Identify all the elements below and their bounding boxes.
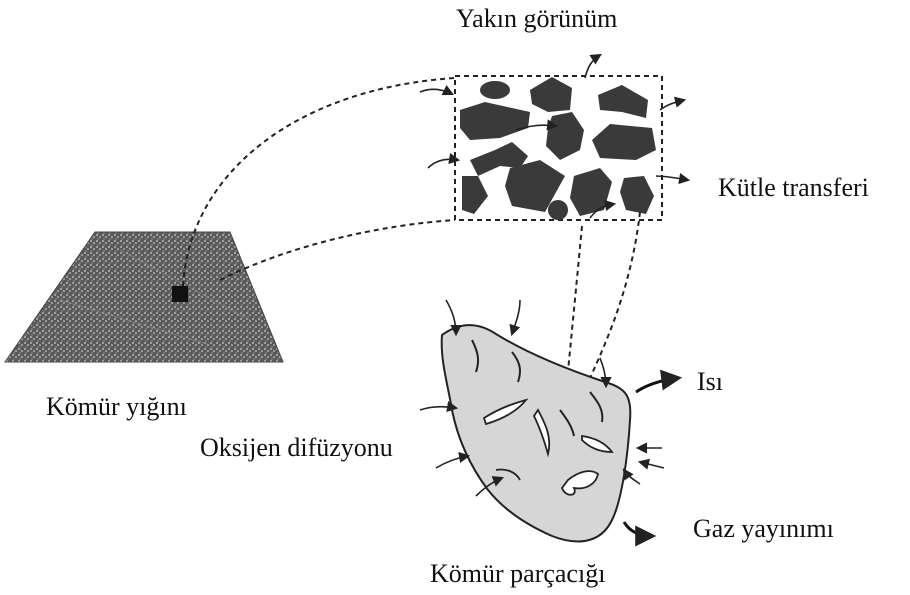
connector-closeup-to-particle-left (566, 226, 582, 392)
coal-grain (530, 77, 572, 112)
close-up-label: Yakın görünüm (456, 4, 617, 34)
coal-grain (460, 102, 530, 140)
heat-arrow (636, 378, 678, 392)
gas-arrow (624, 522, 652, 536)
gas-emission-label: Gaz yayınımı (693, 514, 834, 544)
coal-grain (592, 124, 656, 160)
coal-grain (598, 85, 648, 118)
connector-closeup-to-particle-right (590, 212, 640, 378)
oxygen-diffusion-label: Oksijen difüzyonu (200, 433, 393, 463)
coal-pile (5, 232, 283, 362)
connector-pile-to-closeup-bottom (220, 220, 455, 280)
coal-pile-label: Kömür yığını (46, 392, 187, 422)
coal-grain (570, 168, 612, 216)
coal-grain (548, 200, 568, 220)
coal-particle (420, 300, 678, 541)
coal-grain (480, 81, 510, 99)
coal-grain (620, 176, 654, 214)
mass-transfer-label: Kütle transferi (718, 173, 869, 203)
close-up-box (420, 55, 688, 220)
coal-particle-label: Kömür parçacığı (430, 559, 605, 589)
coal-grain (546, 112, 584, 160)
pile-sample-marker (172, 286, 188, 302)
coal-grain (462, 176, 488, 214)
heat-label: Isı (697, 367, 723, 397)
